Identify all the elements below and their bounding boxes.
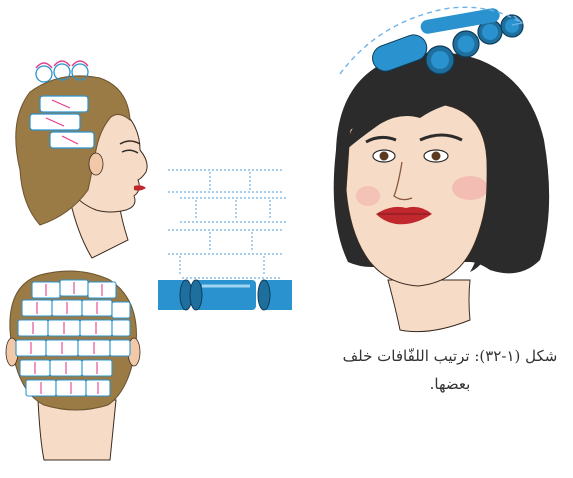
blue-rollers: [158, 280, 292, 310]
caption-line-1: شكل (١-٣٢): ترتيب اللفّافات خلف: [330, 342, 570, 370]
woman-with-rollers: [334, 7, 549, 331]
caption-line-2: بعضها.: [330, 370, 570, 398]
side-profile-head: [16, 61, 147, 258]
roller-placement-grid: [158, 170, 292, 310]
back-of-head: [6, 271, 140, 460]
top-rollers: [369, 7, 523, 75]
figure-caption: شكل (١-٣٢): ترتيب اللفّافات خلف بعضها.: [330, 342, 570, 398]
